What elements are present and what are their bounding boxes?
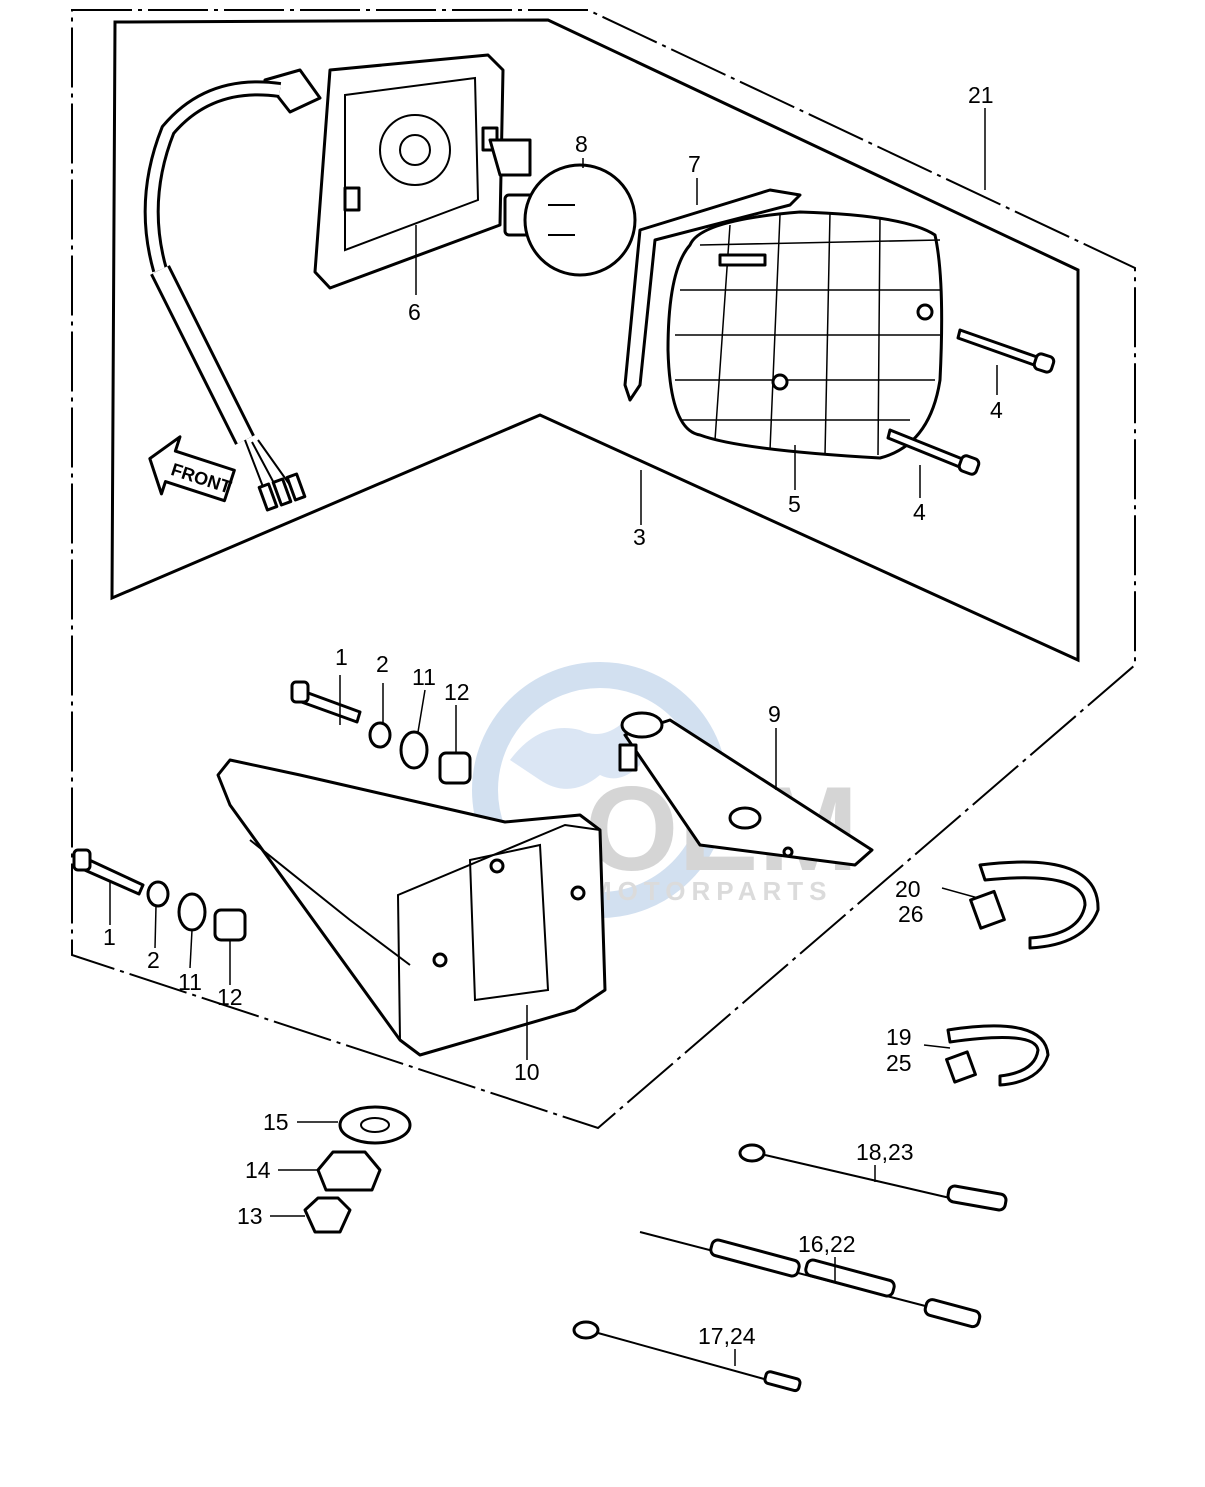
bolt-lower (72, 848, 145, 896)
lens-screw-lower (886, 428, 981, 476)
ground-lead-18-23 (738, 1143, 1008, 1212)
callout-17-24: 17,24 (698, 1323, 756, 1349)
callout-12-upper: 12 (444, 679, 470, 705)
band-clamp-small (945, 1024, 1050, 1087)
bolt-upper (290, 680, 362, 724)
callout-12-lower: 12 (217, 984, 243, 1010)
tail-lens (666, 210, 944, 460)
band-clamp-large (969, 860, 1100, 950)
lock-washer-lower (146, 880, 170, 908)
callout-26: 26 (898, 901, 924, 927)
callout-14: 14 (245, 1157, 271, 1183)
callout-6: 6 (408, 299, 421, 325)
callout-1-lower: 1 (103, 924, 116, 950)
callout-9: 9 (768, 701, 781, 727)
callout-2-upper: 2 (376, 651, 389, 677)
callout-13: 13 (237, 1203, 263, 1229)
callout-4-upper: 4 (990, 397, 1003, 423)
taillight-assembly-frame (110, 18, 1080, 663)
callout-8: 8 (575, 131, 588, 157)
license-plate-bracket (618, 711, 874, 867)
callout-11-upper: 11 (412, 664, 436, 690)
tail-bracket (216, 758, 607, 1057)
callout-3: 3 (633, 524, 646, 550)
flat-washer-upper (399, 730, 429, 770)
collar-upper (438, 751, 472, 785)
callout-10: 10 (514, 1059, 540, 1085)
lens-gasket (623, 188, 802, 402)
callout-5: 5 (788, 491, 801, 517)
lock-washer-upper (368, 721, 392, 749)
callout-16-22: 16,22 (798, 1231, 856, 1257)
leader-lines (109, 108, 998, 1366)
callout-11-lower: 11 (178, 969, 202, 995)
callout-7: 7 (688, 151, 701, 177)
front-arrow: FRONT (148, 435, 236, 503)
callout-25: 25 (886, 1050, 912, 1076)
collar-lower (213, 908, 247, 942)
callouts: 21 8 7 6 4 4 5 3 1 2 11 12 9 1 2 11 12 2… (103, 82, 1003, 1349)
callout-1-upper: 1 (335, 644, 348, 670)
wire-harness (143, 68, 322, 512)
callout-20: 20 (895, 876, 921, 902)
watermark-subtitle: MOTORPARTS (590, 876, 832, 906)
callout-19: 19 (886, 1024, 912, 1050)
callout-2-lower: 2 (147, 947, 160, 973)
bulb (503, 163, 637, 277)
callout-15: 15 (263, 1109, 289, 1135)
callout-18-23: 18,23 (856, 1139, 914, 1165)
washer-grommet (338, 1105, 412, 1145)
lamp-housing (313, 53, 532, 290)
rubber-grommet (316, 1150, 382, 1192)
nut (303, 1196, 352, 1234)
outer-frame (71, 9, 1136, 1130)
callout-21: 21 (968, 82, 994, 108)
lead-wire-16-22 (639, 1231, 982, 1329)
lens-screw-upper (956, 328, 1056, 374)
ground-lead-17-24 (572, 1320, 802, 1393)
callout-4-lower: 4 (913, 499, 926, 525)
flat-washer-lower (177, 892, 207, 932)
